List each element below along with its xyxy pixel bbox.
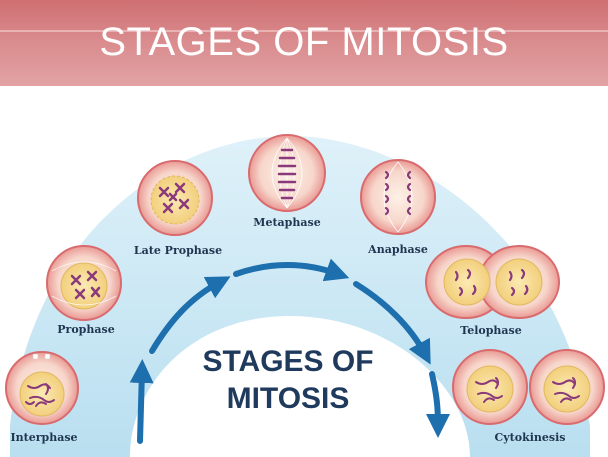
- metaphase-cell: [248, 134, 326, 212]
- banner-stripe: [0, 30, 608, 32]
- arrow-2: [149, 276, 231, 354]
- cycle-arrows: [129, 258, 450, 444]
- label-telophase: Telophase: [460, 324, 521, 337]
- label-late-prophase: Late Prophase: [134, 244, 222, 257]
- arrow-4: [353, 281, 431, 365]
- mitosis-diagram: STAGES OF MITOSIS: [5, 134, 605, 457]
- label-prophase: Prophase: [57, 323, 114, 336]
- prophase-cell: [46, 245, 122, 321]
- late-prophase-cell: [137, 160, 213, 236]
- page-title: STAGES OF MITOSIS: [99, 20, 509, 64]
- label-interphase: Interphase: [10, 431, 77, 444]
- label-metaphase: Metaphase: [253, 216, 320, 229]
- arrow-5: [425, 371, 450, 438]
- label-anaphase: Anaphase: [367, 243, 428, 256]
- label-cytokinesis: Cytokinesis: [495, 431, 566, 444]
- center-title-line2: MITOSIS: [227, 382, 350, 415]
- cytokinesis-cell-right: [529, 349, 605, 425]
- arrow-3: [233, 258, 350, 282]
- telophase-cell: [425, 245, 560, 319]
- anaphase-cell: [360, 159, 436, 235]
- cytokinesis-cell-left: [452, 349, 528, 425]
- arrow-1: [129, 359, 154, 444]
- title-banner: STAGES OF MITOSIS: [0, 0, 608, 86]
- center-title-line1: STAGES OF: [202, 345, 373, 378]
- interphase-cell: [5, 351, 79, 425]
